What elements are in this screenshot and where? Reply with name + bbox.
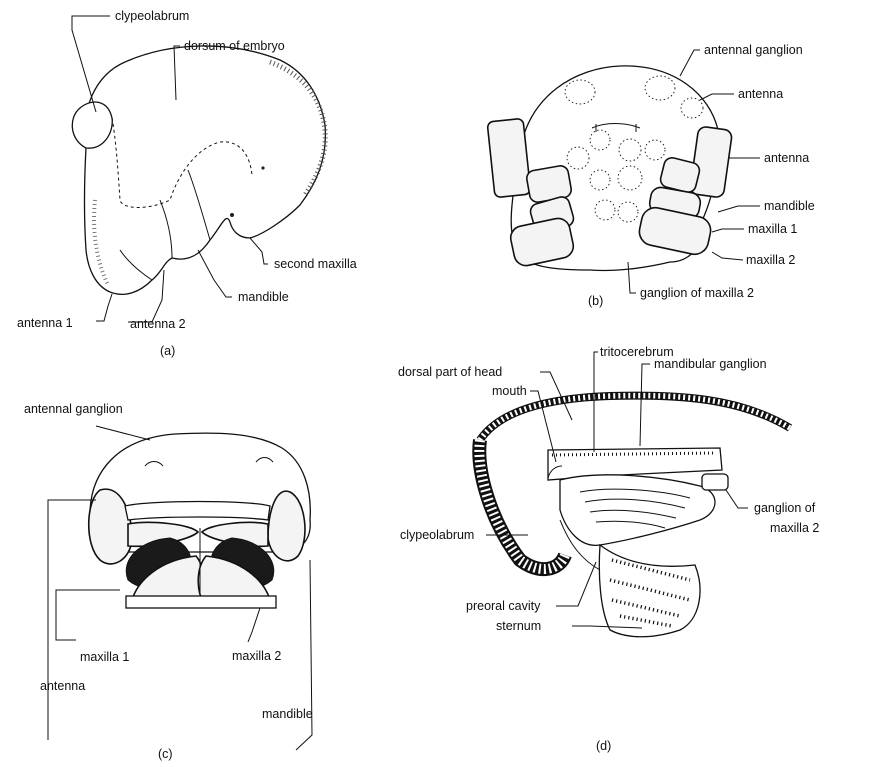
leader-mandible-c [296, 560, 312, 750]
leader-maxilla-1-c [56, 590, 120, 640]
panel-b: antennal ganglion antenna antenna mandib… [487, 43, 815, 308]
label-maxilla-2-b: maxilla 2 [746, 253, 795, 267]
leader-mandible [198, 250, 232, 297]
body-dot [230, 213, 234, 217]
label-mandible-b: mandible [764, 199, 815, 213]
label-antennal-ganglion-c: antennal ganglion [24, 402, 123, 416]
leader-maxilla-2-c [248, 608, 260, 642]
label-antennal-ganglion-b: antennal ganglion [704, 43, 803, 57]
label-preoral-cavity: preoral cavity [466, 599, 541, 613]
dorsal-arch-stipple [480, 396, 790, 440]
body-dot [261, 166, 264, 169]
leader-ganglion-maxilla-2-d [726, 490, 748, 508]
label-ganglion-of: ganglion of [754, 501, 816, 515]
label-dorsal-part-of-head: dorsal part of head [398, 365, 502, 379]
caption-d: (d) [596, 739, 611, 753]
label-dorsum-of-embryo: dorsum of embryo [184, 39, 285, 53]
leader-tritocerebrum [594, 352, 598, 452]
label-mandible-c: mandible [262, 707, 313, 721]
label-clypeolabrum-d: clypeolabrum [400, 528, 474, 542]
antenna-right-c [268, 491, 305, 561]
caption-b: (b) [588, 294, 603, 308]
label-maxilla-1-b: maxilla 1 [748, 222, 797, 236]
label-mouth: mouth [492, 384, 527, 398]
sternum-plate-c [126, 596, 276, 608]
ganglion-mass [560, 475, 715, 545]
leader-mandibular-ganglion [640, 364, 650, 446]
caption-a: (a) [160, 344, 175, 358]
panel-d: dorsal part of head tritocerebrum mandib… [398, 345, 819, 753]
label-antenna-side-b: antenna [764, 151, 809, 165]
label-maxilla-2-c: maxilla 2 [232, 649, 281, 663]
leader-second-maxilla [250, 238, 268, 264]
label-antenna-1: antenna 1 [17, 316, 73, 330]
label-antenna-c: antenna [40, 679, 85, 693]
leader-antennal-ganglion [680, 50, 700, 76]
leader-maxilla-1-b [712, 229, 744, 232]
label-mandibular-ganglion: mandibular ganglion [654, 357, 767, 371]
label-mandible: mandible [238, 290, 289, 304]
caption-c: (c) [158, 747, 173, 761]
labrum-band [125, 502, 270, 521]
leader-antenna-1 [96, 294, 112, 321]
label-second-maxilla: second maxilla [274, 257, 357, 271]
panel-b-drawing [487, 66, 732, 271]
dorsal-arch-outer [480, 396, 790, 440]
label-maxilla-1-c: maxilla 1 [80, 650, 129, 664]
label-clypeolabrum: clypeolabrum [115, 9, 189, 23]
leader-mandible-b [718, 206, 760, 212]
panel-a: clypeolabrum dorsum of embryo second max… [17, 9, 357, 358]
ganglion-maxilla-2-tab [702, 474, 728, 490]
label-antenna-2: antenna 2 [130, 317, 186, 331]
leader-antenna-top [700, 94, 734, 100]
label-maxilla-2-d: maxilla 2 [770, 521, 819, 535]
antenna-left [487, 118, 531, 197]
leader-maxilla-2-b [712, 252, 743, 260]
panel-c: antennal ganglion maxilla 1 maxilla 2 an… [24, 402, 313, 761]
label-sternum: sternum [496, 619, 541, 633]
label-ganglion-maxilla-2-b: ganglion of maxilla 2 [640, 286, 754, 300]
panel-c-drawing [89, 433, 311, 608]
leader-antennal-ganglion-c [96, 426, 150, 440]
label-antenna-top-b: antenna [738, 87, 783, 101]
